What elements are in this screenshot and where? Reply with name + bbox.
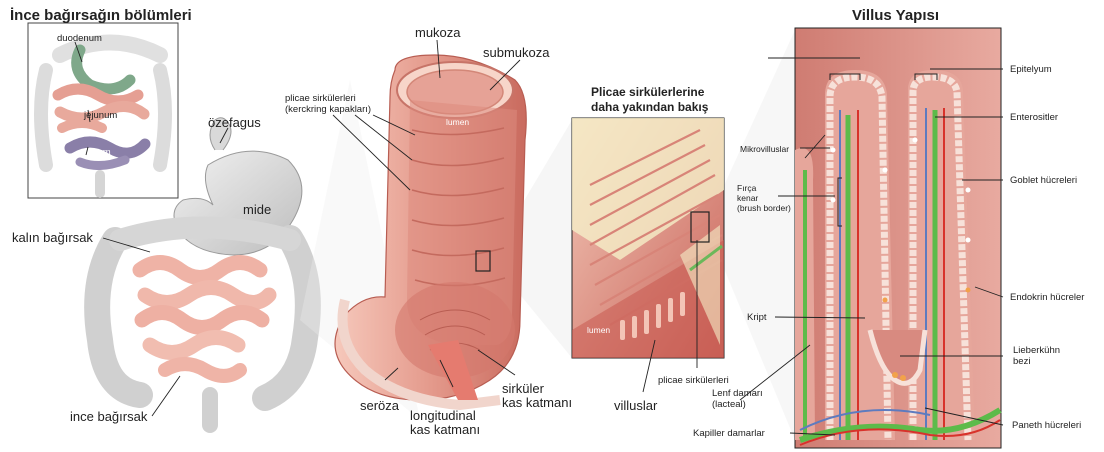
villus-panel: [795, 28, 1001, 448]
label-villuslar: villuslar: [614, 399, 657, 413]
closer-title: Plicae sirkülerlerine daha yakından bakı…: [591, 85, 708, 115]
label-ileum: ileum: [88, 147, 111, 158]
label-ozefagus: özefagus: [208, 116, 261, 130]
label-goblet: Goblet hücreleri: [1010, 175, 1077, 186]
label-kript: Kript: [747, 312, 767, 323]
inset-title: İnce bağırsağın bölümleri: [10, 9, 192, 22]
label-seroza: seröza: [360, 399, 399, 413]
label-lumen-closer: lumen: [587, 325, 610, 335]
villus-left-partial: [795, 148, 815, 440]
closer-view: [572, 118, 724, 358]
label-endokrin: Endokrin hücreler: [1010, 292, 1084, 303]
label-plicae-kerckring: plicae sirkülerleri (kerckring kapakları…: [285, 93, 371, 115]
label-firca: Fırça kenar (brush border): [737, 183, 791, 213]
villus-title: Villus Yapısı: [852, 9, 939, 22]
label-submukoza: submukoza: [483, 46, 549, 60]
label-kapiller: Kapiller damarlar: [693, 428, 765, 439]
label-ince-bagirsak: ince bağırsak: [70, 410, 147, 424]
label-lieberkuhn: Lieberkühn bezi: [1013, 345, 1060, 367]
villus-1: [825, 70, 895, 440]
label-paneth: Paneth hücreleri: [1012, 420, 1081, 431]
label-enterositler: Enterositler: [1010, 112, 1058, 123]
label-lenf: Lenf damarı (lacteal): [712, 388, 763, 410]
label-jejunum: jejunum: [84, 110, 117, 121]
label-mikrovilluslar: Mikrovilluslar: [740, 144, 789, 154]
label-mide: mide: [243, 203, 271, 217]
label-duodenum: duodenum: [57, 33, 102, 44]
label-longitudinal: longitudinal kas katmanı: [410, 409, 480, 437]
label-mukoza: mukoza: [415, 26, 461, 40]
small-intestine-shape: [140, 263, 269, 377]
label-kalin-bagirsak: kalın bağırsak: [12, 231, 93, 245]
label-plicae-closer: plicae sirkülerleri: [658, 375, 729, 386]
label-lumen-tube: lumen: [446, 117, 469, 127]
label-sirkuler: sirküler kas katmanı: [502, 382, 572, 410]
label-epitelyum: Epitelyum: [1010, 64, 1052, 75]
